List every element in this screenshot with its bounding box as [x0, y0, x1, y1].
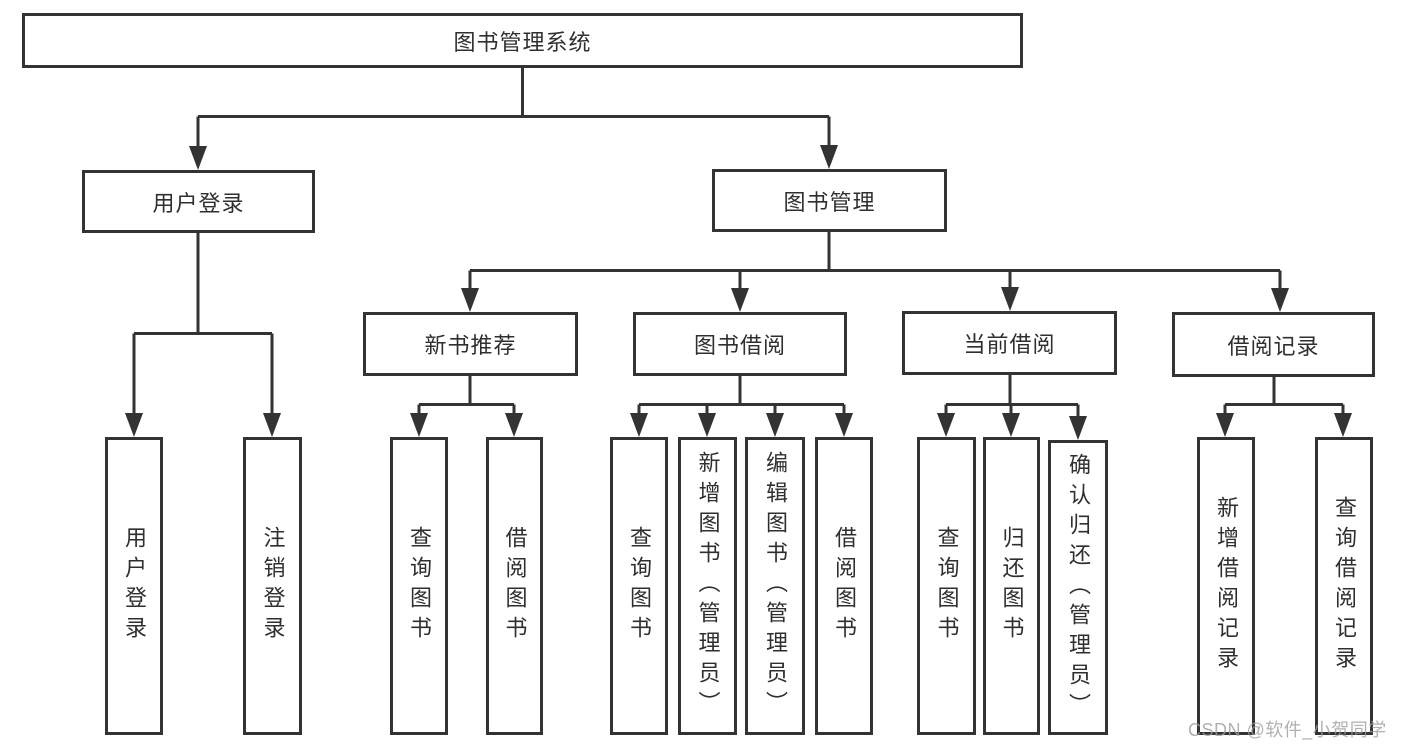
leaf-recommend-borrow-books-label: 借阅图书 — [502, 526, 528, 646]
arrowhead — [461, 288, 479, 312]
node-current-borrow-label: 当前借阅 — [963, 332, 1056, 357]
leaf-logout-label: 注销登录 — [260, 526, 286, 646]
csdn-watermark: CSDN @软件_小贺同学 — [1188, 720, 1387, 740]
arrowhead — [1001, 287, 1019, 311]
node-user-login: 用户登录 — [82, 170, 315, 233]
node-new-book-recommend-label: 新书推荐 — [424, 333, 517, 358]
leaf-current-confirm-return-admin-label: 确认归还（管理员） — [1066, 452, 1091, 723]
leaf-user-login: 用户登录 — [105, 437, 163, 735]
arrowhead — [410, 413, 428, 437]
leaf-logout: 注销登录 — [243, 437, 302, 735]
leaf-current-return-books: 归还图书 — [983, 437, 1040, 735]
leaf-current-return-books-label: 归还图书 — [999, 526, 1025, 646]
arrowhead — [1271, 288, 1289, 312]
arrowhead — [505, 413, 523, 437]
leaf-recommend-query-books-label: 查询图书 — [407, 526, 432, 646]
leaf-user-login-label: 用户登录 — [122, 526, 147, 646]
node-book-borrow: 图书借阅 — [633, 312, 847, 376]
leaf-borrow-add-books-admin: 新增图书（管理员） — [678, 437, 737, 735]
node-book-management: 图书管理 — [712, 169, 947, 232]
arrowhead — [698, 413, 716, 437]
node-book-borrow-label: 图书借阅 — [693, 333, 786, 358]
leaf-record-query-borrow-record: 查询借阅记录 — [1315, 437, 1373, 735]
arrowhead — [125, 413, 143, 437]
leaf-recommend-borrow-books: 借阅图书 — [486, 437, 543, 735]
arrowhead — [731, 288, 749, 312]
arrowhead — [263, 413, 281, 437]
leaf-current-query-books: 查询图书 — [917, 437, 976, 735]
leaf-current-confirm-return-admin: 确认归还（管理员） — [1048, 440, 1108, 735]
arrowheads — [125, 145, 1352, 440]
leaf-current-query-books-label: 查询图书 — [934, 526, 960, 646]
leaf-record-add-borrow-record-label: 新增借阅记录 — [1214, 496, 1239, 676]
node-book-management-label: 图书管理 — [783, 189, 876, 215]
leaf-borrow-add-books-admin-label: 新增图书（管理员） — [695, 451, 721, 721]
arrowhead — [1002, 413, 1020, 437]
arrowhead — [630, 413, 648, 437]
leaf-borrow-borrow-books-label: 借阅图书 — [832, 526, 857, 646]
node-user-login-label: 用户登录 — [152, 190, 245, 216]
arrowhead — [1069, 416, 1087, 440]
arrowhead — [1216, 413, 1234, 437]
arrowhead — [820, 145, 838, 169]
node-new-book-recommend: 新书推荐 — [363, 312, 578, 376]
leaf-borrow-query-books-label: 查询图书 — [627, 526, 652, 646]
arrowhead — [835, 413, 853, 437]
arrowhead — [937, 413, 955, 437]
node-root: 图书管理系统 — [22, 13, 1023, 68]
arrowhead — [1334, 413, 1352, 437]
node-borrow-record: 借阅记录 — [1172, 312, 1375, 377]
leaf-borrow-borrow-books: 借阅图书 — [815, 437, 873, 735]
leaf-borrow-edit-books-admin-label: 编辑图书（管理员） — [763, 451, 788, 721]
node-borrow-record-label: 借阅记录 — [1227, 333, 1320, 359]
node-root-label: 图书管理系统 — [453, 29, 592, 55]
leaf-recommend-query-books: 查询图书 — [390, 437, 448, 735]
leaf-record-query-borrow-record-label: 查询借阅记录 — [1332, 496, 1357, 676]
arrowhead — [189, 146, 207, 170]
leaf-borrow-edit-books-admin: 编辑图书（管理员） — [745, 437, 805, 735]
leaf-borrow-query-books: 查询图书 — [610, 437, 668, 735]
node-current-borrow: 当前借阅 — [902, 311, 1117, 375]
arrowhead — [766, 413, 784, 437]
leaf-record-add-borrow-record: 新增借阅记录 — [1197, 437, 1255, 735]
